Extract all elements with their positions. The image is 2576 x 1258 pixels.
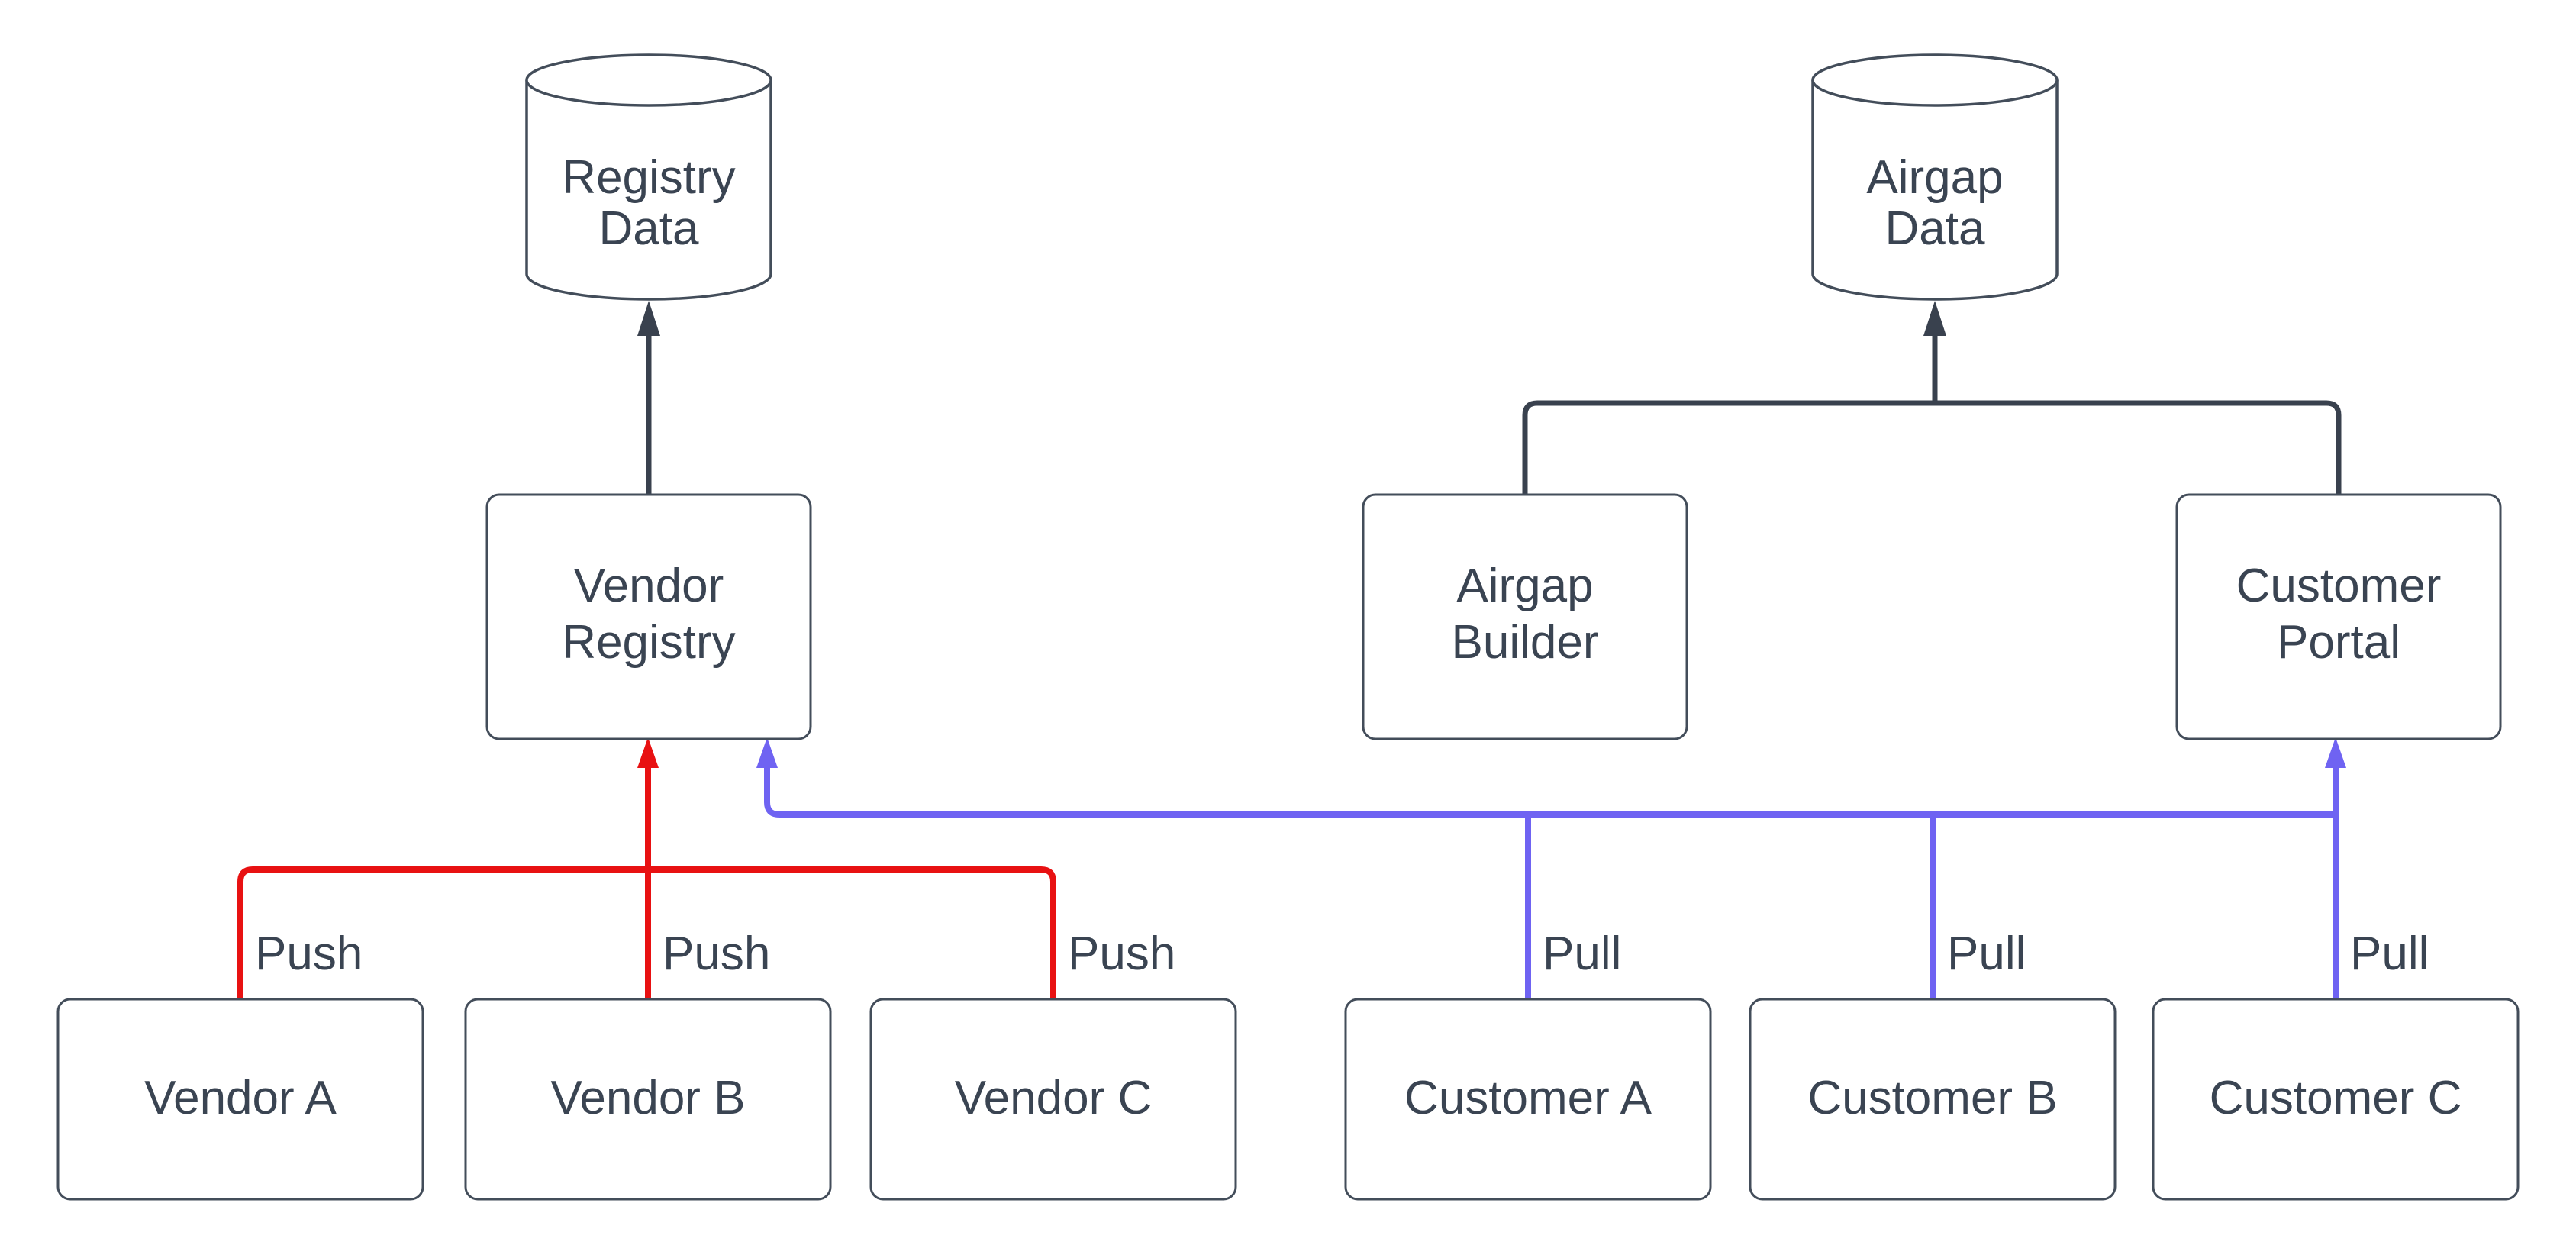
node-label: Customer C: [2210, 1072, 2462, 1124]
node-vendor-c: Vendor C: [869, 998, 1237, 1201]
cylinder-shape: [1811, 53, 2059, 301]
node-label: Data: [1885, 202, 1985, 255]
arrowhead-up-icon: [637, 737, 659, 768]
node-label: Registry: [562, 151, 735, 204]
box-shape: [485, 493, 812, 740]
node-label: Customer B: [1807, 1072, 2057, 1124]
box-shape: [1362, 493, 1688, 740]
node-label: Airgap: [1456, 560, 1593, 612]
edge-vendors-push: [237, 737, 1056, 999]
box-shape: [1749, 998, 2117, 1201]
box-shape: [56, 998, 424, 1201]
node-customer-c: Customer C: [2152, 998, 2520, 1201]
box-shape: [2152, 998, 2520, 1201]
node-label: Customer: [2236, 560, 2442, 612]
node-label: Vendor: [574, 560, 724, 612]
edge-vendor-registry-to-registry-data: [637, 301, 660, 495]
node-customer-b: Customer B: [1749, 998, 2117, 1201]
node-label: Vendor B: [550, 1072, 745, 1124]
edge-line: [1522, 400, 2342, 495]
node-label: Vendor A: [144, 1072, 337, 1124]
edge-line: [764, 766, 2336, 818]
node-customer-a: Customer A: [1344, 998, 1712, 1201]
arrowhead-up-icon: [637, 301, 660, 336]
cylinder-rim: [525, 79, 772, 107]
edge-label-pull-b: Pull: [1947, 927, 2026, 980]
arrowhead-up-icon: [756, 737, 778, 768]
node-label: Portal: [2277, 616, 2400, 669]
box-shape: [1344, 998, 1712, 1201]
edge-label-pull-c: Pull: [2350, 927, 2429, 980]
box-shape: [2175, 493, 2502, 740]
cylinder-shape: [525, 53, 772, 301]
node-vendor-registry: Vendor Registry: [485, 493, 812, 740]
edge-customers-pull: [756, 737, 2346, 999]
node-label: Builder: [1452, 616, 1599, 669]
edge-label-push-b: Push: [663, 927, 770, 980]
edge-label-push-c: Push: [1068, 927, 1175, 980]
node-vendor-b: Vendor B: [464, 998, 832, 1201]
edge-label-push-a: Push: [255, 927, 363, 980]
box-shape: [464, 998, 832, 1201]
node-label: Customer A: [1404, 1072, 1652, 1124]
node-label: Registry: [562, 616, 735, 669]
edge-builders-to-airgap-data: [1522, 301, 2342, 495]
cylinder-rim: [1811, 79, 2059, 107]
node-registry-data: Registry Data: [525, 53, 772, 301]
node-label: Airgap: [1866, 151, 2003, 204]
arrowhead-up-icon: [2325, 737, 2346, 768]
arrowhead-up-icon: [1923, 301, 1946, 336]
node-airgap-data: Airgap Data: [1811, 53, 2059, 301]
box-shape: [869, 998, 1237, 1201]
node-vendor-a: Vendor A: [56, 998, 424, 1201]
node-customer-portal: Customer Portal: [2175, 493, 2502, 740]
edge-label-pull-a: Pull: [1543, 927, 1621, 980]
node-airgap-builder: Airgap Builder: [1362, 493, 1688, 740]
node-label: Data: [599, 202, 699, 255]
node-label: Vendor C: [955, 1072, 1153, 1124]
